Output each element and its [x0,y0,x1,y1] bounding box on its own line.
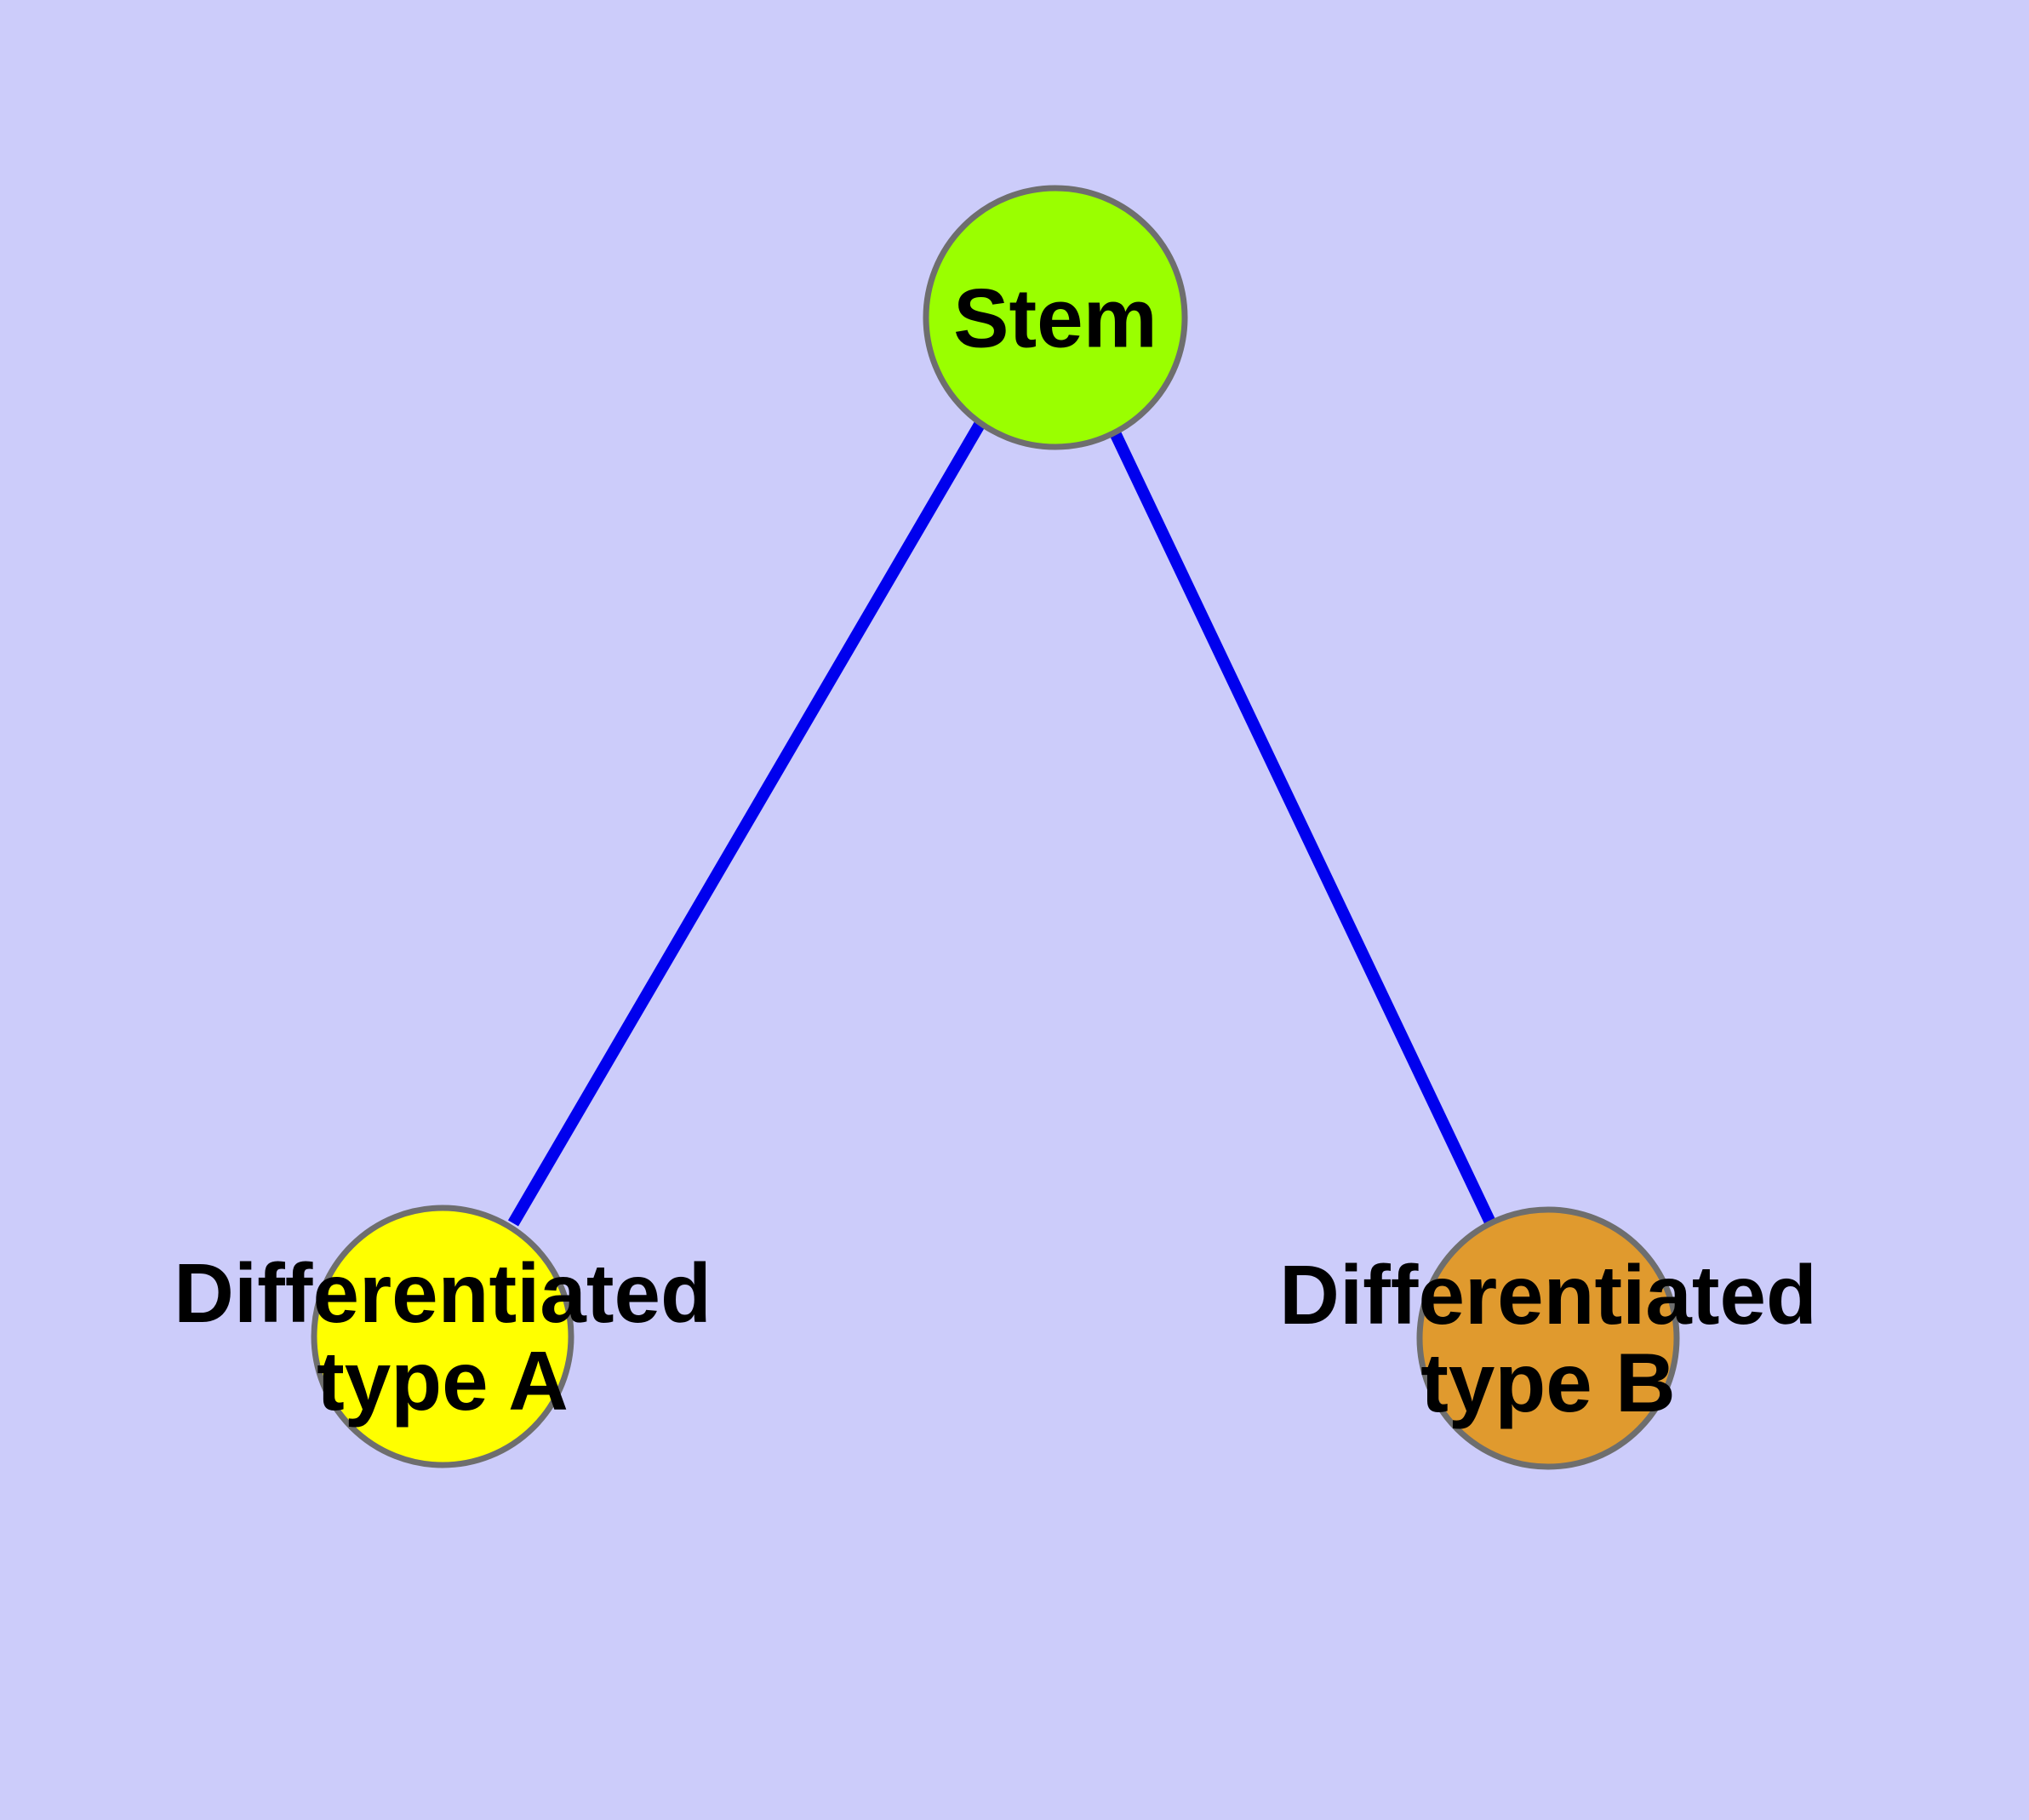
node-label-line: Differentiated [1279,1248,1817,1342]
node-label-line: type B [1420,1336,1676,1429]
node-label-line: type A [317,1334,569,1428]
edge-stem-to-differentiated-type-a[interactable] [507,420,986,1227]
node-label-line: Differentiated [174,1246,712,1340]
node-stem-circle[interactable] [923,185,1188,450]
edges-layer [507,420,1497,1228]
node-differentiated-type-b-circle[interactable] [1416,1206,1680,1470]
node-differentiated-type-a-circle[interactable] [311,1205,574,1468]
node-label-line: Stem [953,271,1157,364]
node-stem-label: Stem [953,271,1157,364]
edge-stem-to-differentiated-type-b[interactable] [1106,422,1497,1228]
nodes-layer [311,185,1680,1470]
